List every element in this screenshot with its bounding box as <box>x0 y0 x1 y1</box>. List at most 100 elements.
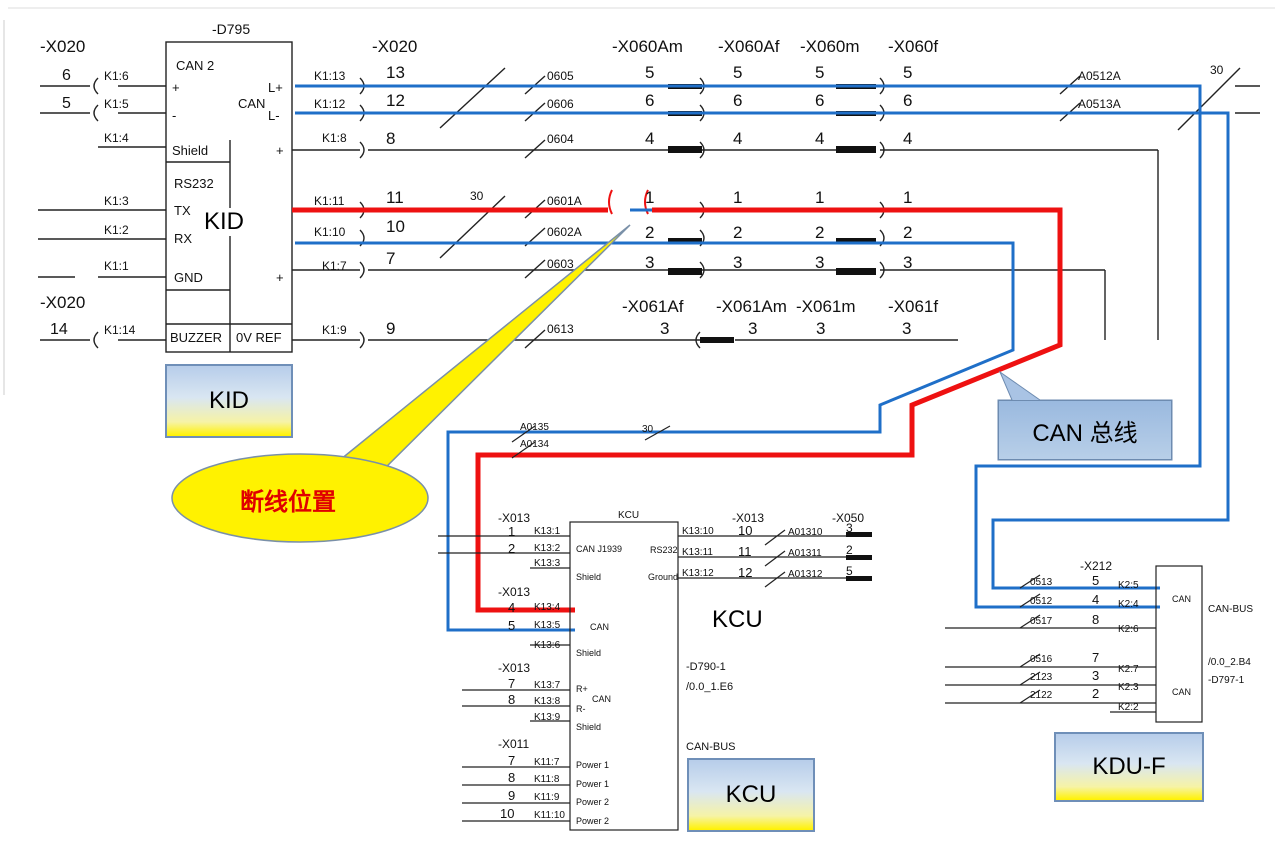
svg-text:K2:2: K2:2 <box>1118 702 1139 713</box>
svg-text:A01311: A01311 <box>788 548 822 559</box>
svg-text:-X013: -X013 <box>498 511 530 525</box>
svg-text:CAN-BUS: CAN-BUS <box>686 741 736 753</box>
top-black-wires <box>38 41 1260 353</box>
svg-text:K13:6: K13:6 <box>534 640 561 651</box>
svg-text:3: 3 <box>815 253 824 272</box>
kid-box: KID <box>165 364 293 438</box>
svg-text:K11:9: K11:9 <box>534 792 560 803</box>
svg-text:K1:6: K1:6 <box>104 69 129 83</box>
svg-text:14: 14 <box>50 321 68 338</box>
left-pins: 6 5 14 <box>50 67 71 338</box>
svg-text:0603: 0603 <box>547 257 574 271</box>
svg-text:0V REF: 0V REF <box>236 330 282 345</box>
svg-text:-D790-1: -D790-1 <box>686 661 726 673</box>
svg-text:TX: TX <box>174 203 191 218</box>
svg-text:CAN: CAN <box>590 622 609 632</box>
svg-text:30: 30 <box>470 189 484 203</box>
kdu-text: -X212 0513 0512 0517 0516 2123 2122 5 4 … <box>1030 559 1253 713</box>
svg-text:K1:2: K1:2 <box>104 223 129 237</box>
svg-text:0606: 0606 <box>547 97 574 111</box>
svg-text:-X212: -X212 <box>1080 559 1112 573</box>
svg-text:3: 3 <box>733 253 742 272</box>
bubble-pointer <box>328 224 631 479</box>
svg-text:Power 2: Power 2 <box>576 797 609 807</box>
svg-text:Ground: Ground <box>648 572 678 582</box>
svg-text:10: 10 <box>386 217 405 236</box>
svg-text:K1:5: K1:5 <box>104 97 129 111</box>
svg-text:5: 5 <box>733 63 742 82</box>
svg-text:11: 11 <box>738 544 752 559</box>
svg-text:4: 4 <box>645 129 654 148</box>
svg-text:K1:7: K1:7 <box>322 259 347 273</box>
svg-text:4: 4 <box>733 129 742 148</box>
svg-text:A0134: A0134 <box>520 439 549 450</box>
break-bubble <box>171 453 429 543</box>
conn-x060af: -X060Af <box>718 37 780 56</box>
svg-text:-X013: -X013 <box>498 661 530 675</box>
conn-x061af: -X061Af <box>622 297 684 316</box>
svg-text:-: - <box>172 108 176 123</box>
svg-text:5: 5 <box>903 63 912 82</box>
svg-text:6: 6 <box>733 91 742 110</box>
svg-text:8: 8 <box>1092 612 1099 627</box>
svg-text:RS232: RS232 <box>650 545 678 555</box>
svg-text:K13:2: K13:2 <box>534 543 561 554</box>
svg-text:9: 9 <box>386 319 395 338</box>
svg-text:11: 11 <box>386 188 404 207</box>
svg-text:6: 6 <box>62 67 71 84</box>
svg-text:K13:7: K13:7 <box>534 680 561 691</box>
svg-text:Shield: Shield <box>576 572 601 582</box>
svg-text:K13:1: K13:1 <box>534 526 561 537</box>
kid-inner-label: KID <box>200 208 249 236</box>
svg-text:3: 3 <box>816 319 825 338</box>
svg-text:2123: 2123 <box>1030 672 1053 683</box>
svg-text:A0135: A0135 <box>520 422 549 433</box>
svg-text:CAN 2: CAN 2 <box>176 58 214 73</box>
svg-text:CAN: CAN <box>1172 594 1191 604</box>
svg-text:GND: GND <box>174 270 203 285</box>
svg-text:2: 2 <box>733 223 742 242</box>
svg-text:2: 2 <box>508 541 515 556</box>
svg-text:1: 1 <box>815 188 824 207</box>
conn-x020-left: -X020 <box>40 37 85 56</box>
svg-text:-X013: -X013 <box>732 511 764 525</box>
svg-text:13: 13 <box>386 63 405 82</box>
svg-text:2: 2 <box>1092 686 1099 701</box>
right-terminals: K1:13 K1:12 K1:8 K1:11 K1:10 K1:7 K1:9 <box>314 69 347 337</box>
svg-text:3: 3 <box>846 521 853 535</box>
break-location-label: 断线位置 <box>240 489 336 516</box>
svg-text:5: 5 <box>846 564 853 578</box>
svg-text:K13:5: K13:5 <box>534 620 561 631</box>
svg-text:K13:3: K13:3 <box>534 558 561 569</box>
svg-text:+: + <box>172 80 180 95</box>
svg-text:Shield: Shield <box>172 143 208 158</box>
svg-text:K13:4: K13:4 <box>534 602 561 613</box>
svg-text:7: 7 <box>508 676 515 691</box>
svg-text:KCU: KCU <box>618 510 639 521</box>
svg-text:K1:1: K1:1 <box>104 259 129 273</box>
svg-text:A01310: A01310 <box>788 527 823 538</box>
svg-text:9: 9 <box>508 788 515 803</box>
svg-text:1: 1 <box>733 188 742 207</box>
conn-x061m: -X061m <box>796 297 856 316</box>
svg-text:K2:5: K2:5 <box>1118 580 1139 591</box>
svg-text:Power 1: Power 1 <box>576 760 609 770</box>
svg-text:0513: 0513 <box>1030 577 1053 588</box>
svg-text:K13:11: K13:11 <box>682 547 713 558</box>
conn-x020-left2: -X020 <box>40 293 85 312</box>
svg-text:4: 4 <box>815 129 824 148</box>
kcu-box: KCU <box>687 758 815 832</box>
svg-text:K1:10: K1:10 <box>314 225 346 239</box>
svg-text:5: 5 <box>508 618 515 633</box>
svg-text:A0512A: A0512A <box>1078 69 1121 83</box>
d795-inner-labels: CAN 2 + - CAN L+ L- Shield RS232 TX RX G… <box>170 58 284 345</box>
svg-text:0512: 0512 <box>1030 596 1053 607</box>
svg-text:3: 3 <box>902 319 911 338</box>
kcu-text: A0135 A0134 30 KCU -X013 -X013 -X013 -X0… <box>498 422 864 826</box>
svg-text:1: 1 <box>508 524 515 539</box>
svg-text:RS232: RS232 <box>174 176 214 191</box>
can-bus-callout: CAN 总线 <box>998 400 1172 460</box>
svg-text:3: 3 <box>660 319 669 338</box>
